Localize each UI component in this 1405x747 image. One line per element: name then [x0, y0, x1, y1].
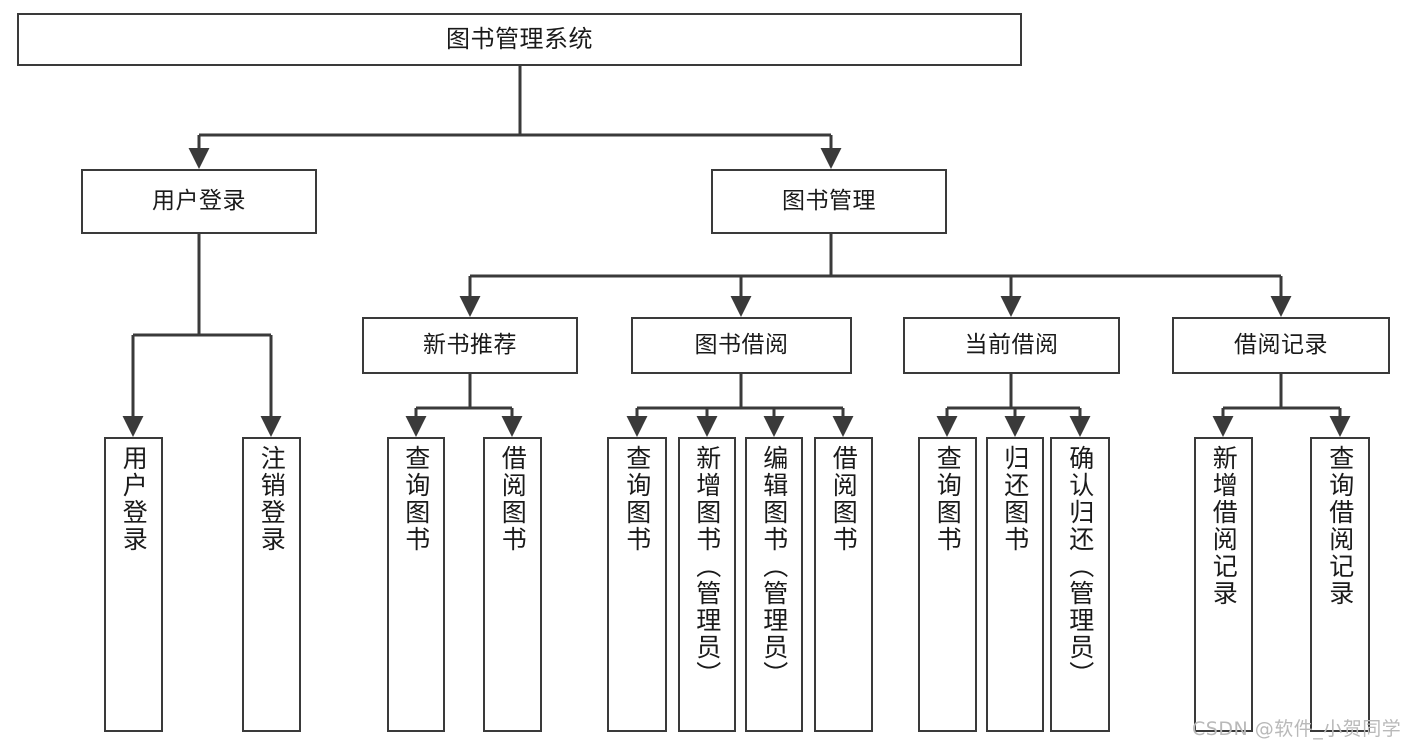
node-leaf-borrow-book-1[interactable]: 借阅图书 — [483, 437, 542, 732]
node-new-book-rec[interactable]: 新书推荐 — [362, 317, 578, 374]
node-leaf-query-book-1[interactable]: 查询图书 — [387, 437, 445, 732]
node-label: 借阅图书 — [498, 445, 528, 553]
node-label: 用户登录 — [152, 188, 246, 215]
node-leaf-borrow-book-2[interactable]: 借阅图书 — [814, 437, 873, 732]
node-current-borrow[interactable]: 当前借阅 — [903, 317, 1120, 374]
node-label: 图书借阅 — [694, 332, 789, 359]
node-label: 当前借阅 — [964, 332, 1059, 359]
node-book-borrow[interactable]: 图书借阅 — [631, 317, 852, 374]
node-leaf-return-book[interactable]: 归还图书 — [986, 437, 1044, 732]
node-label: 图书管理系统 — [446, 24, 593, 53]
node-leaf-user-login[interactable]: 用户登录 — [104, 437, 163, 732]
node-label: 借阅记录 — [1234, 332, 1328, 359]
node-leaf-query-book-3[interactable]: 查询图书 — [918, 437, 977, 732]
node-user-login[interactable]: 用户登录 — [81, 169, 317, 234]
node-leaf-logout[interactable]: 注销登录 — [242, 437, 301, 732]
node-borrow-record[interactable]: 借阅记录 — [1172, 317, 1390, 374]
node-book-manage[interactable]: 图书管理 — [711, 169, 947, 234]
node-label: 注销登录 — [257, 445, 287, 553]
node-leaf-query-record[interactable]: 查询借阅记录 — [1310, 437, 1370, 732]
node-leaf-edit-book[interactable]: 编辑图书（管理员） — [745, 437, 803, 732]
node-label: 新增图书（管理员） — [692, 445, 722, 688]
watermark: CSDN @软件_小贺同学 — [1192, 718, 1402, 740]
node-label: 查询图书 — [622, 445, 652, 553]
node-label: 查询借阅记录 — [1325, 445, 1355, 607]
node-label: 归还图书 — [1000, 445, 1030, 553]
node-label: 查询图书 — [401, 445, 431, 553]
node-leaf-add-book[interactable]: 新增图书（管理员） — [678, 437, 736, 732]
node-root[interactable]: 图书管理系统 — [17, 13, 1022, 66]
node-label: 确认归还（管理员） — [1065, 445, 1095, 688]
node-label: 查询图书 — [933, 445, 963, 553]
node-leaf-confirm-return[interactable]: 确认归还（管理员） — [1050, 437, 1110, 732]
node-label: 图书管理 — [782, 188, 876, 215]
node-label: 新书推荐 — [423, 332, 517, 359]
node-leaf-query-book-2[interactable]: 查询图书 — [607, 437, 667, 732]
node-label: 编辑图书（管理员） — [759, 445, 789, 688]
node-label: 借阅图书 — [829, 445, 859, 553]
node-label: 用户登录 — [119, 445, 149, 553]
node-label: 新增借阅记录 — [1209, 445, 1239, 607]
node-leaf-add-record[interactable]: 新增借阅记录 — [1194, 437, 1253, 732]
